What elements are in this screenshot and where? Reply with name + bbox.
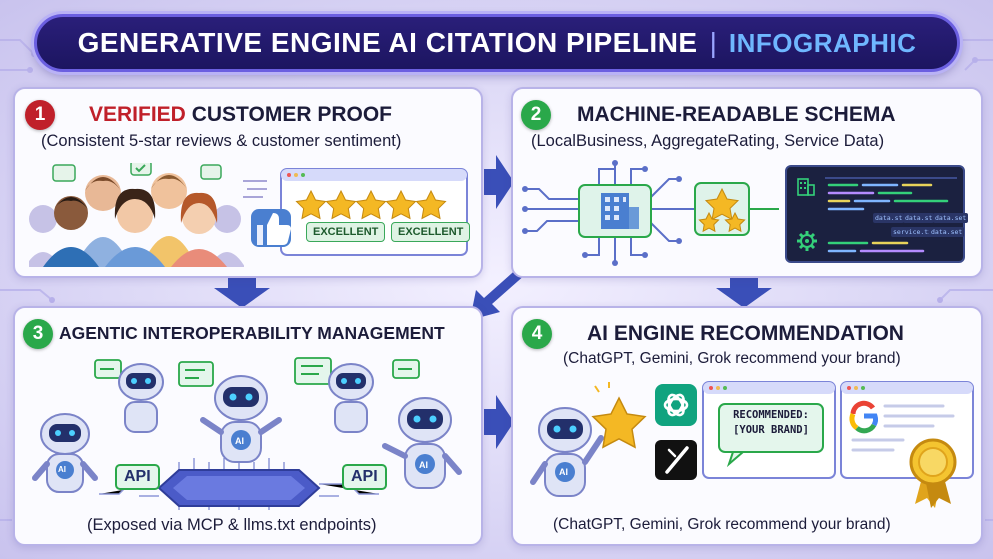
banner-subtitle: INFOGRAPHIC [728, 27, 917, 58]
title-banner: GENERATIVE ENGINE AI CITATION PIPELINE |… [34, 14, 960, 72]
robot-ai-label: AI [559, 467, 568, 477]
robot-icon [118, 363, 164, 433]
grok-logo-icon [655, 440, 697, 480]
star-icon [591, 382, 647, 449]
excellent-badge-1: EXCELLENT [306, 222, 386, 242]
arrow-1-to-3 [214, 278, 270, 308]
step-1-panel: 1 VERIFIED CUSTOMER PROOF (Consistent 5-… [13, 87, 483, 278]
step-4-number: 4 [522, 319, 552, 349]
step-1-number: 1 [25, 100, 55, 130]
schema-network-illustration [522, 160, 779, 266]
robot-ai-label: AI [419, 460, 428, 470]
code-token: data.st [903, 213, 935, 223]
code-editor-icon: data.st data.st data.set service.tx data… [785, 165, 969, 263]
arrow-1-to-2 [484, 155, 514, 209]
step-2-panel: 2 MACHINE-READABLE SCHEMA (LocalBusiness… [511, 87, 983, 278]
chat-bubble-icon [52, 163, 222, 182]
step-4-title: AI ENGINE RECOMMENDATION [587, 322, 904, 345]
step-1-title-rest: CUSTOMER PROOF [191, 103, 392, 126]
step-2-number: 2 [521, 100, 551, 130]
robot-icon [200, 375, 282, 463]
review-card-illustration [243, 168, 468, 256]
step-4-subtitle: (ChatGPT, Gemini, Grok recommend your br… [563, 350, 901, 367]
banner-title: GENERATIVE ENGINE AI CITATION PIPELINE [77, 27, 698, 58]
gear-icon [797, 231, 817, 251]
step-3-panel: 3 AGENTIC INTEROPERABILITY MANAGEMENT [13, 306, 483, 546]
recommended-text: RECOMMENDED: [YOUR BRAND] [719, 408, 823, 438]
robot-icon [328, 363, 374, 433]
five-stars-icon [295, 189, 447, 220]
api-label-left: API [115, 464, 160, 490]
code-token: data.st [873, 213, 905, 223]
step-3-number: 3 [23, 319, 53, 349]
award-ribbon-icon [909, 438, 957, 508]
google-logo-icon [849, 400, 878, 434]
robot-icon [32, 413, 98, 493]
code-token: service.tx [891, 227, 935, 237]
building-icon [797, 178, 815, 196]
banner-separator: | [709, 27, 717, 58]
arrow-2-to-3 [470, 266, 526, 320]
building-icon [578, 184, 652, 238]
excellent-badge-2: EXCELLENT [391, 222, 471, 242]
step-2-subtitle: (LocalBusiness, AggregateRating, Service… [531, 132, 885, 150]
agents-illustration [32, 357, 462, 510]
step-3-caption: (Exposed via MCP & llms.txt endpoints) [87, 516, 377, 534]
api-label-right: API [342, 464, 387, 490]
robot-ai-label: AI [58, 465, 66, 474]
robot-ai-label: AI [235, 436, 244, 446]
thumbs-up-icon [251, 209, 291, 247]
chatgpt-logo-icon [655, 384, 697, 426]
arrow-2-to-4 [716, 278, 772, 308]
code-token: data.set [929, 227, 965, 237]
recommended-label: RECOMMENDED: [733, 409, 809, 421]
step-1-title-highlight: VERIFIED [89, 103, 186, 126]
arrow-3-to-4 [484, 395, 514, 449]
recommendation-illustration [530, 381, 974, 508]
people-group-icon [29, 163, 244, 267]
step-1-title: VERIFIED CUSTOMER PROOF [89, 103, 392, 127]
code-token: data.set [933, 213, 969, 223]
step-4-panel: 4 AI ENGINE RECOMMENDATION (ChatGPT, Gem… [511, 306, 983, 546]
step-4-caption: (ChatGPT, Gemini, Grok recommend your br… [553, 516, 891, 533]
star-cluster-icon [694, 182, 750, 236]
your-brand-label: [YOUR BRAND] [733, 424, 809, 436]
robot-icon [382, 397, 462, 489]
step-1-subtitle: (Consistent 5-star reviews & customer se… [41, 132, 402, 150]
robot-icon [530, 407, 604, 497]
step-3-title: AGENTIC INTEROPERABILITY MANAGEMENT [59, 323, 445, 343]
step-2-title: MACHINE-READABLE SCHEMA [577, 103, 896, 126]
